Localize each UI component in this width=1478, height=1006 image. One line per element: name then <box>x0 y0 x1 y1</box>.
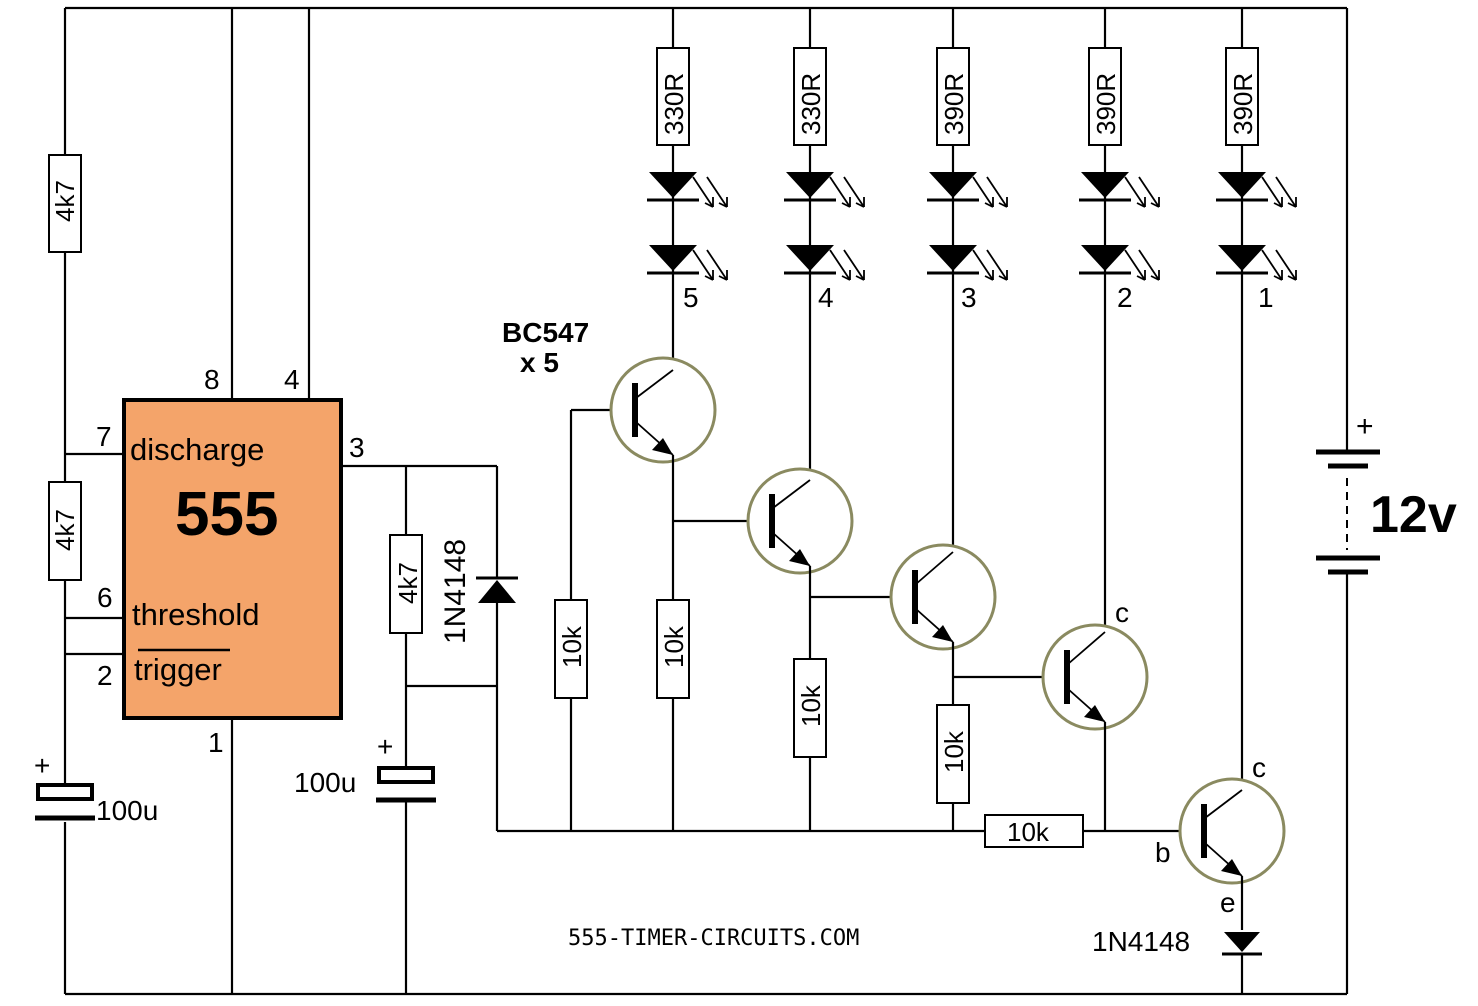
led-5-2 <box>1216 245 1297 281</box>
pin-number-8: 8 <box>204 364 220 395</box>
transistors: c c b e 1N4148 BC547 x 5 <box>502 317 1286 994</box>
watermark: 555-TIMER-CIRCUITS.COM <box>568 926 859 951</box>
led-1-1 <box>647 172 728 208</box>
pin-label-trigger: trigger <box>134 652 222 687</box>
battery-voltage: 12v <box>1370 486 1457 544</box>
pin-number-1: 1 <box>208 727 224 758</box>
resistor-label: 390R <box>1091 73 1121 135</box>
resistor-label: 330R <box>659 73 689 135</box>
transistor-4 <box>1041 623 1149 731</box>
supply-rails <box>65 6 1349 996</box>
transistor-2 <box>746 467 854 575</box>
transistor-5 <box>1178 777 1286 885</box>
led-columns: 330R 330R 390R 390R 390R 5 4 3 2 1 <box>647 8 1297 790</box>
led-2-1 <box>784 172 865 208</box>
resistor-label: 10k <box>939 730 969 773</box>
led-number: 2 <box>1117 282 1133 313</box>
pin-label-threshold: threshold <box>132 597 260 632</box>
capacitor-plus: + <box>34 750 50 781</box>
led-number: 3 <box>961 282 977 313</box>
output-network: 4k7 1N4148 + 100u <box>294 464 518 994</box>
resistor-led-1 <box>1225 47 1259 146</box>
resistor-led-2 <box>1088 47 1122 146</box>
capacitor-output <box>376 766 436 803</box>
transistor-count-label: x 5 <box>520 347 559 378</box>
left-timing-network: 4k7 4k7 + 100u <box>34 8 158 994</box>
collector-label: c <box>1252 752 1266 783</box>
base-label: b <box>1155 837 1171 868</box>
pin-number-3: 3 <box>349 432 365 463</box>
led-number: 5 <box>683 282 699 313</box>
transistor-type-label: BC547 <box>502 317 589 348</box>
ic-555: 555 discharge threshold trigger 8 4 7 3 … <box>96 8 365 994</box>
resistor-led-3 <box>936 47 970 146</box>
capacitor-timing <box>35 783 95 821</box>
pin-label-discharge: discharge <box>130 432 264 467</box>
diode-emitter <box>1222 932 1262 956</box>
resistor-label: 10k <box>557 625 587 668</box>
resistor-label: 10k <box>796 684 826 727</box>
capacitor-plus: + <box>377 731 393 762</box>
battery <box>1316 449 1380 575</box>
resistor-led-5 <box>656 47 690 146</box>
transistor-3 <box>889 543 997 651</box>
emitter-label: e <box>1220 887 1236 918</box>
resistor-label: 10k <box>659 625 689 668</box>
pin-number-4: 4 <box>284 364 300 395</box>
base-resistors: 10k 10k 10k 10k <box>554 408 970 831</box>
resistor-output <box>389 534 423 634</box>
led-5-1 <box>1216 172 1297 208</box>
resistor-label: 10k <box>1007 817 1050 847</box>
capacitor-label: 100u <box>96 795 158 826</box>
led-2-2 <box>784 245 865 281</box>
led-3-2 <box>927 245 1008 281</box>
diode-label: 1N4148 <box>1092 926 1190 957</box>
resistor-base-a <box>554 599 588 699</box>
diode-label: 1N4148 <box>439 539 472 644</box>
capacitor-label: 100u <box>294 767 356 798</box>
transistor-1 <box>609 356 717 464</box>
resistor-label: 4k7 <box>50 509 80 551</box>
resistor-label: 390R <box>1228 73 1258 135</box>
pin-number-2: 2 <box>97 660 113 691</box>
battery-plus: + <box>1356 410 1374 443</box>
led-number: 1 <box>1258 282 1274 313</box>
resistor-label: 4k7 <box>393 562 423 604</box>
resistor-top-left <box>48 154 82 253</box>
resistor-mid-left <box>48 481 82 581</box>
diode-main <box>476 576 518 603</box>
led-3-1 <box>927 172 1008 208</box>
led-number: 4 <box>818 282 834 313</box>
led-4-1 <box>1079 172 1160 208</box>
pin-number-6: 6 <box>97 582 113 613</box>
resistor-series <box>984 814 1084 848</box>
collector-label: c <box>1115 597 1129 628</box>
pin-number-7: 7 <box>96 421 112 452</box>
led-1-2 <box>647 245 728 281</box>
resistor-label: 390R <box>939 73 969 135</box>
ic-body <box>122 398 343 720</box>
base-bus: 10k <box>497 814 1185 848</box>
led-4-2 <box>1079 245 1160 281</box>
ic-name: 555 <box>175 480 278 549</box>
resistor-label: 4k7 <box>50 180 80 222</box>
resistor-label: 330R <box>796 73 826 135</box>
